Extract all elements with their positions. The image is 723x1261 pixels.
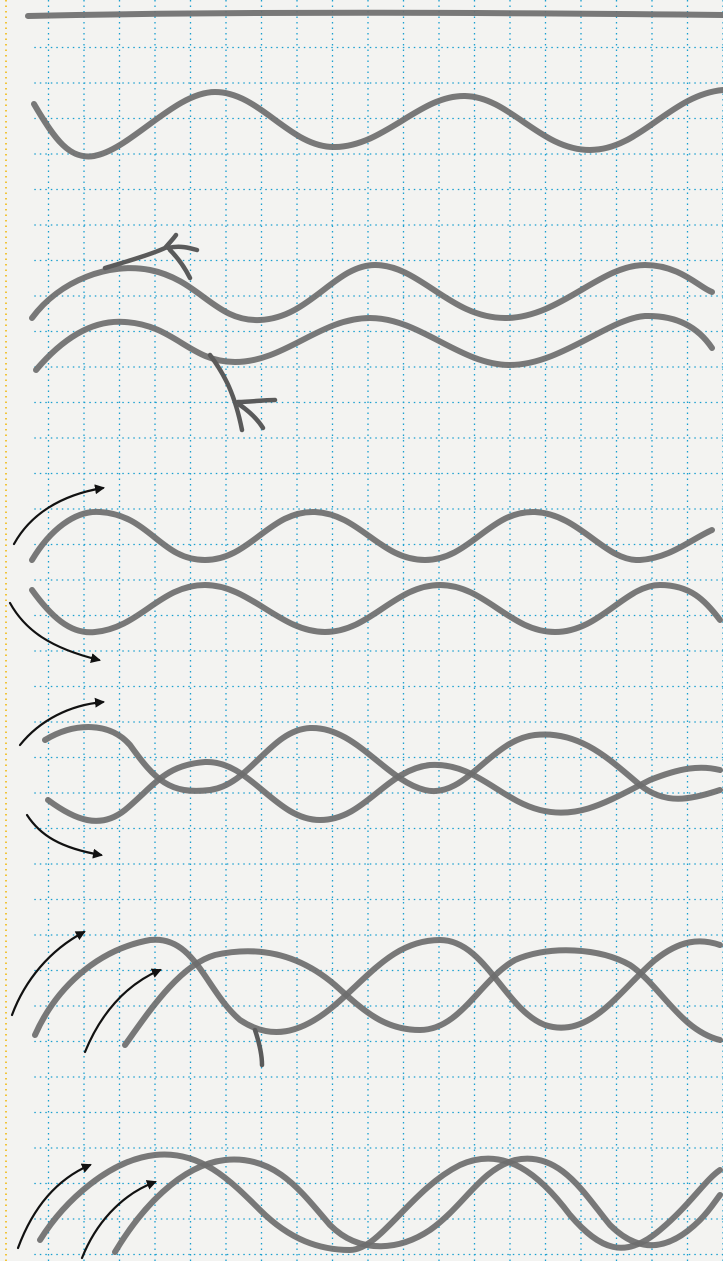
two-crossing-waves-with-arrows-bottom: [18, 1154, 720, 1258]
two-interlaced-waves-with-arrows: [20, 702, 720, 855]
two-crossing-waves-with-arrows: [12, 932, 720, 1065]
single-wave: [34, 90, 723, 157]
two-waves-with-branch-marks: [32, 235, 712, 430]
two-parallel-waves-with-arrows: [10, 488, 720, 660]
straight-line: [28, 13, 723, 16]
